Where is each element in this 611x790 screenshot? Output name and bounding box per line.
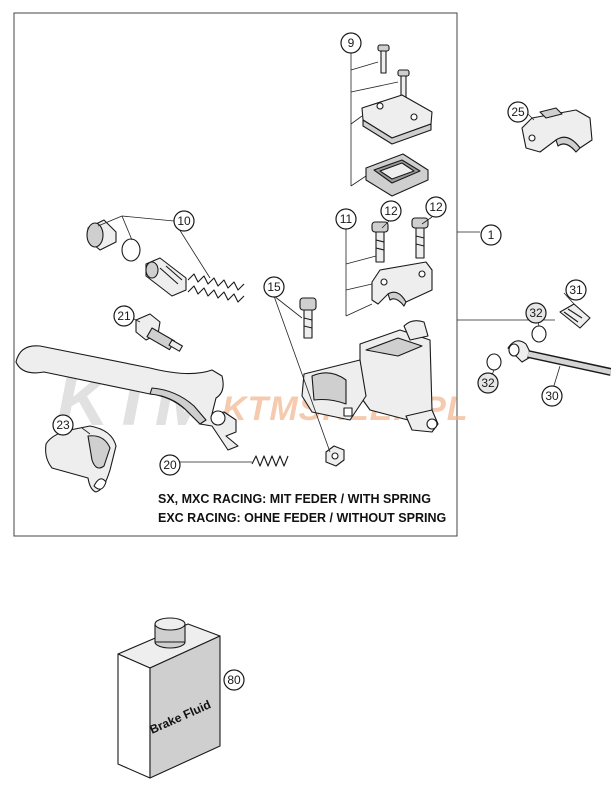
- callout-32-lower: 32: [477, 372, 499, 394]
- brake-lever: [15, 345, 239, 451]
- clamp-bolt-12-left: [371, 221, 389, 263]
- callout-25: 25: [507, 101, 529, 123]
- pivot-bolt: [299, 297, 317, 339]
- svg-text:12: 12: [429, 200, 443, 214]
- svg-text:21: 21: [117, 309, 131, 323]
- callout-32-upper: 32: [525, 302, 547, 324]
- callout-23: 23: [52, 414, 74, 436]
- callout-21: 21: [113, 305, 135, 327]
- brake-hose: [507, 340, 611, 376]
- piston: [145, 257, 187, 297]
- adjuster-screw: [135, 313, 183, 352]
- svg-text:11: 11: [340, 212, 353, 226]
- callout-12-left: 12: [380, 200, 402, 222]
- piston-spring: [187, 273, 245, 303]
- svg-text:31: 31: [569, 283, 583, 297]
- piston-cap: [86, 219, 117, 251]
- callout-15: 15: [263, 276, 285, 298]
- callout-20: 20: [159, 454, 181, 476]
- banjo-bolt: [559, 303, 591, 329]
- screw-part-9-upper: [377, 44, 390, 74]
- svg-text:20: 20: [163, 458, 177, 472]
- note-line-2: EXC RACING: OHNE FEDER / WITHOUT SPRING: [158, 511, 446, 525]
- svg-text:23: 23: [56, 418, 70, 432]
- pivot-nut: [325, 445, 345, 467]
- note-line-1: SX, MXC RACING: MIT FEDER / WITH SPRING: [158, 492, 431, 506]
- svg-text:32: 32: [529, 306, 543, 320]
- callout-11: 11: [335, 208, 357, 230]
- callout-9: 9: [340, 32, 362, 54]
- svg-text:12: 12: [384, 204, 398, 218]
- callout-80: 80: [223, 669, 245, 691]
- svg-text:10: 10: [177, 214, 191, 228]
- svg-text:15: 15: [267, 280, 281, 294]
- svg-text:25: 25: [511, 105, 525, 119]
- seal-washer-lower: [486, 353, 502, 371]
- brake-fluid-bottle: Brake Fluid: [117, 617, 221, 779]
- callout-1: 1: [480, 224, 502, 246]
- mirror-clamp: [521, 107, 593, 153]
- lever-spring: [251, 455, 289, 467]
- svg-text:9: 9: [348, 36, 355, 50]
- master-cylinder-body: [301, 320, 439, 433]
- callout-12-right: 12: [425, 196, 447, 218]
- svg-text:80: 80: [227, 673, 241, 687]
- seal-washer-upper: [531, 325, 547, 343]
- clamp-bolt-12-right: [411, 217, 429, 259]
- svg-text:32: 32: [481, 376, 495, 390]
- callout-31: 31: [565, 279, 587, 301]
- callout-10: 10: [173, 210, 195, 232]
- reservoir-diaphragm: [365, 153, 429, 197]
- svg-text:1: 1: [488, 228, 495, 242]
- handlebar-clamp: [371, 261, 433, 307]
- reservoir-cover: [361, 94, 433, 145]
- callout-30: 30: [541, 385, 563, 407]
- circlip-ring: [121, 238, 141, 262]
- svg-text:30: 30: [545, 389, 559, 403]
